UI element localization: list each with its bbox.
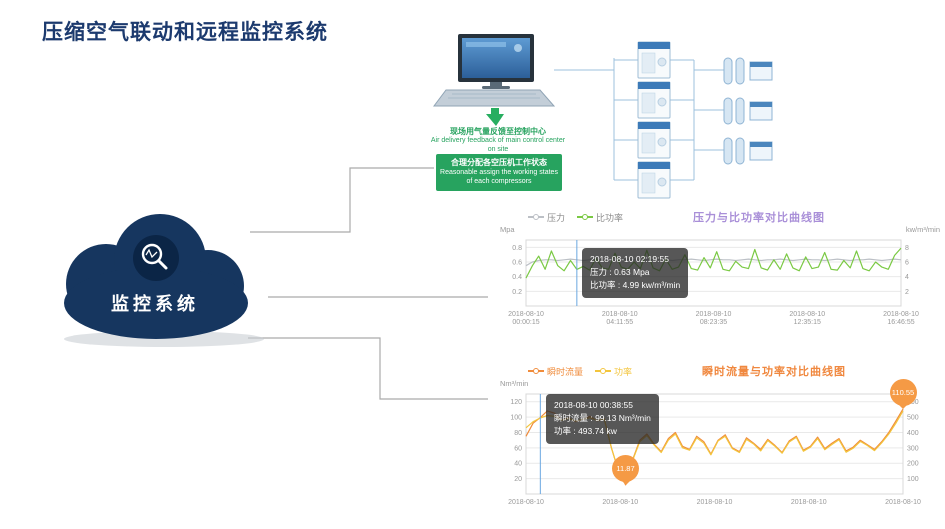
tooltip-power: 功率 : 493.74 kw xyxy=(554,426,617,437)
y-axis-tick-left: 100 xyxy=(510,415,522,422)
y-axis-tick-right: 100 xyxy=(907,476,919,483)
connector-to-diagram xyxy=(250,167,434,233)
legend-item-power[interactable]: 功率 xyxy=(595,365,632,378)
y-axis-tick-right: 2 xyxy=(905,289,909,296)
tooltip-specific-power: 比功率 : 4.99 kw/m³/min xyxy=(590,280,681,291)
y-axis-tick-left: 20 xyxy=(514,476,522,483)
legend-line-icon xyxy=(577,214,594,220)
legend-line-icon xyxy=(595,368,612,374)
tooltip-time: 2018-08-10 00:38:55 xyxy=(554,400,633,410)
air-equipment-cluster xyxy=(723,137,773,165)
plot-border xyxy=(525,239,902,307)
y-axis-tick-left: 0.8 xyxy=(512,245,522,252)
chart-title: 压力与比功率对比曲线图 xyxy=(693,212,826,224)
compressor-unit xyxy=(637,161,671,199)
chart-header: 压力 比功率 压力与比功率对比曲线图 xyxy=(528,209,938,225)
y-axis-tick-right: 400 xyxy=(907,430,919,437)
y-axis-tick-right: 6 xyxy=(905,260,909,267)
cloud-label: 监控系统 xyxy=(111,294,199,314)
x-axis-label: 2018-08-10 xyxy=(885,499,921,506)
y-axis-tick-right: 300 xyxy=(907,445,919,452)
left-axis-unit: Nm³/min xyxy=(500,379,529,388)
compressor-column xyxy=(637,41,671,199)
extreme-value-marker: 11.87 xyxy=(612,454,640,482)
air-equipment-clusters xyxy=(723,57,773,165)
legend-item-pressure[interactable]: 压力 xyxy=(528,211,565,224)
tooltip-pressure: 压力 : 0.63 Mpa xyxy=(590,267,650,278)
pipe-lines xyxy=(554,58,724,181)
feedback-note: 现场用气量反馈至控制中心 Air delivery feedback of ma… xyxy=(428,127,568,155)
up-arrow-icon xyxy=(486,108,504,126)
right-axis-unit: kw/m³/min xyxy=(905,225,940,234)
chart-title: 瞬时流量与功率对比曲线图 xyxy=(702,366,847,378)
control-computer-icon xyxy=(433,34,556,107)
x-axis-label: 2018-08-10 xyxy=(697,499,733,506)
tooltip-time: 2018-08-10 02:19:55 xyxy=(590,254,669,264)
air-equipment-cluster xyxy=(723,57,773,85)
y-axis-tick-right: 8 xyxy=(905,245,909,252)
y-axis-tick-left: 0.2 xyxy=(512,289,522,296)
compressor-unit xyxy=(637,121,671,159)
y-axis-tick-right: 4 xyxy=(905,274,909,281)
chart-tooltip: 2018-08-10 02:19:55 压力 : 0.63 Mpa 比功率 : … xyxy=(582,248,689,298)
legend-label: 功率 xyxy=(614,366,633,377)
y-axis-tick-left: 0.6 xyxy=(512,260,522,267)
x-axis-label: 2018-08-10 xyxy=(602,499,638,506)
chart-tooltip: 2018-08-10 00:38:55 瞬时流量 : 99.13 Nm³/min… xyxy=(546,394,659,444)
connector-to-flow-chart xyxy=(248,337,490,400)
cloud-shape xyxy=(64,214,264,347)
y-axis-tick-left: 0.4 xyxy=(512,274,522,281)
y-axis-tick-left: 80 xyxy=(514,430,522,437)
magnifier-icon xyxy=(133,235,179,281)
diagram-art xyxy=(433,34,773,199)
air-equipment-cluster xyxy=(723,97,773,125)
tooltip-flow: 瞬时流量 : 99.13 Nm³/min xyxy=(554,413,651,424)
legend-label: 压力 xyxy=(547,212,566,223)
monitoring-cloud: 监控系统 xyxy=(36,198,274,350)
chart-legend: 瞬时流量 功率 xyxy=(528,365,632,378)
flow-power-chart-panel: 瞬时流量 功率 瞬时流量与功率对比曲线图 Nm³/min 20 40 60 80 100… xyxy=(488,358,944,520)
extreme-value-marker: 110.55 xyxy=(889,378,917,406)
compressor-unit xyxy=(637,41,671,79)
y-axis-tick-right: 600 xyxy=(907,399,919,406)
page-title: 压缩空气联动和远程监控系统 xyxy=(42,21,328,44)
feedback-note-cn: 现场用气量反馈至控制中心 xyxy=(450,127,546,136)
legend-label: 比功率 xyxy=(596,212,624,223)
system-diagram: 现场用气量反馈至控制中心 Air delivery feedback of ma… xyxy=(428,30,813,208)
compressor-unit xyxy=(637,81,671,119)
chart-legend: 压力 比功率 xyxy=(528,211,623,224)
x-axis-label: 2018-08-10 xyxy=(508,499,544,506)
chart-header: 瞬时流量 功率 瞬时流量与功率对比曲线图 xyxy=(528,363,938,379)
y-axis-tick-right: 500 xyxy=(907,415,919,422)
assign-note-cn: 合理分配各空压机工作状态 xyxy=(451,158,547,167)
y-axis-tick-left: 60 xyxy=(514,445,522,452)
x-axis-label: 2018-08-10 xyxy=(791,499,827,506)
feedback-note-en: Air delivery feedback of main control ce… xyxy=(430,137,566,153)
left-axis-unit: Mpa xyxy=(500,225,515,234)
y-axis-tick-left: 40 xyxy=(514,461,522,468)
legend-item-flow[interactable]: 瞬时流量 xyxy=(528,365,583,378)
legend-label: 瞬时流量 xyxy=(547,366,584,377)
legend-line-icon xyxy=(528,214,544,220)
assign-note: 合理分配各空压机工作状态 Reasonable assign the worki… xyxy=(436,154,562,191)
y-axis-tick-left: 120 xyxy=(510,399,522,406)
y-axis-tick-right: 200 xyxy=(907,461,919,468)
plot-border xyxy=(525,393,904,495)
legend-line-icon xyxy=(528,368,544,374)
legend-item-specific-power[interactable]: 比功率 xyxy=(577,211,623,224)
assign-note-en: Reasonable assign the working states of … xyxy=(440,169,558,186)
